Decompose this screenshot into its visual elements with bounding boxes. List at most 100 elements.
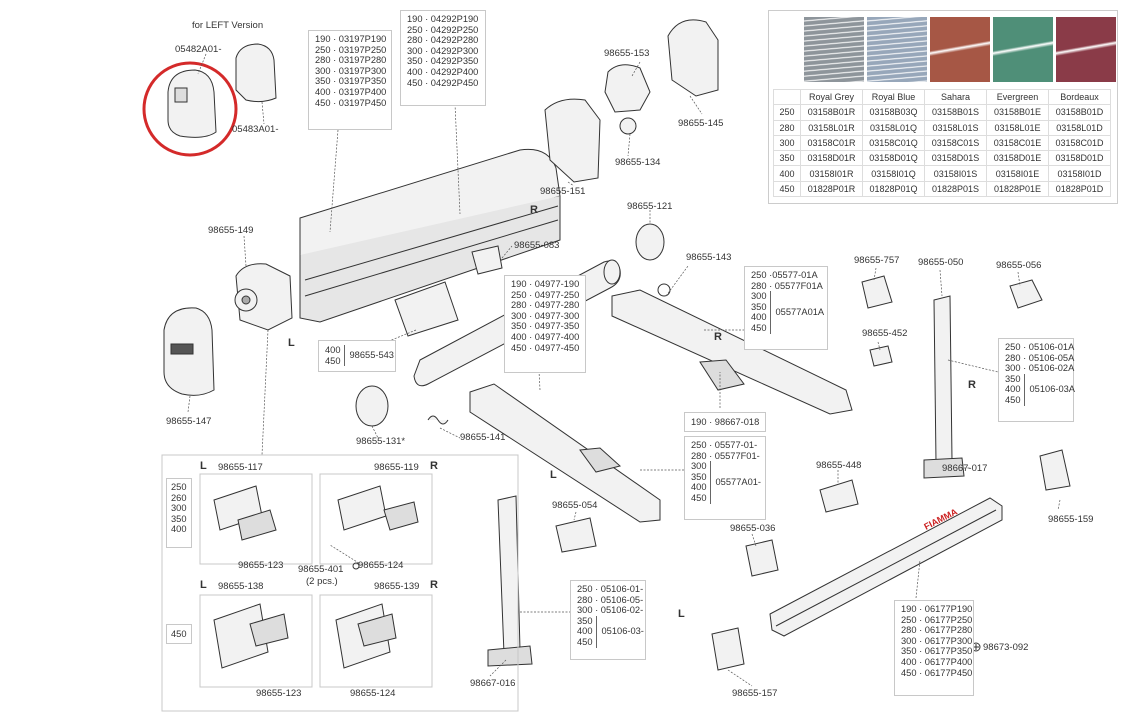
part-label-401-qty: (2 pcs.) [306, 576, 338, 587]
part-label-05482: 05482A01- [175, 44, 222, 55]
swatch-sahara [930, 17, 990, 82]
code-cell: 03158D01D [1048, 150, 1111, 167]
part-label-092: 98673-092 [983, 642, 1029, 653]
side-label-r2: R [714, 331, 722, 343]
part-label-124b: 98655-124 [350, 688, 396, 699]
left-arm-part [469, 383, 661, 523]
code-cell: 01828P01R [800, 180, 863, 198]
spec-box-04977: 190 · 04977-190 250 · 04977-250 280 · 04… [504, 275, 586, 373]
code-cell: 03158B01R [800, 104, 863, 121]
front-bar-part [769, 497, 1003, 637]
code-cell: 03158B01E [986, 104, 1049, 121]
spec-box-05577: 250 · 05577-01- 280 · 05577F01- 300 350 … [684, 436, 766, 520]
side-label-r5: R [430, 579, 438, 591]
code-cell: 03158C01D [1048, 134, 1111, 152]
part-label-123a: 98655-123 [238, 560, 284, 571]
end-cap-small-part [235, 43, 277, 103]
part-label-123b: 98655-123 [256, 688, 302, 699]
left-leg-part [497, 495, 521, 655]
spec-box-05106a: 250 · 05106-01A 280 · 05106-05A 300 · 05… [998, 338, 1075, 422]
spec-box-04292: 190 · 04292P190 250 · 04292P250 280 · 04… [400, 10, 486, 106]
fabric-code-table: Royal Grey Royal Blue Sahara Evergreen B… [773, 88, 1111, 198]
part-label-05483: 05483A01- [232, 124, 279, 135]
part-label-143: 98655-143 [686, 252, 732, 263]
part-label-157: 98655-157 [732, 688, 778, 699]
code-cell: 03158L01R [800, 119, 863, 136]
part-label-117: 98655-117 [218, 462, 263, 473]
code-cell: 03158D01E [986, 150, 1049, 167]
part-label-141: 98655-141 [460, 432, 506, 443]
right-mechanism-part [544, 98, 601, 183]
spec-box-018: 190 · 98667-018 [684, 412, 766, 432]
part-label-139: 98655-139 [374, 581, 420, 592]
code-cell: 03158C01E [986, 134, 1049, 152]
spec-box-05577a: 250 ·05577-01A 280 · 05577F01A 300 350 4… [744, 266, 828, 350]
side-label-l3: L [678, 608, 685, 620]
swatch-evergreen [993, 17, 1053, 82]
fabric-color-table: Royal Grey Royal Blue Sahara Evergreen B… [768, 10, 1118, 204]
right-arm-part [611, 289, 853, 415]
part-label-134: 98655-134 [615, 157, 661, 168]
code-cell: 01828P01E [986, 180, 1049, 198]
left-version-title: for LEFT Version [192, 20, 264, 31]
code-cell: 03158D01Q [862, 150, 925, 167]
side-label-l2: L [550, 469, 557, 481]
part-label-448: 98655-448 [816, 460, 862, 471]
side-label-l4: L [200, 460, 207, 472]
part-label-131: 98655-131* [356, 436, 406, 447]
code-cell: 03158C01Q [862, 134, 925, 152]
size-box-450: 450 [166, 624, 192, 644]
col-sahara: Sahara [924, 88, 987, 106]
col-evergreen: Evergreen [986, 88, 1049, 106]
swatch-royal-blue [867, 17, 927, 82]
part-label-036: 98655-036 [730, 523, 776, 534]
code-cell: 03158L01S [924, 119, 987, 136]
spec-box-06177: 190 · 06177P190 250 · 06177P250 280 · 06… [894, 600, 974, 696]
code-cell: 03158L01D [1048, 119, 1111, 136]
size-cell: 450 [773, 180, 801, 198]
code-cell: 03158L01E [986, 119, 1049, 136]
side-label-l1: L [288, 337, 295, 349]
code-cell: 03158I01S [924, 165, 987, 182]
part-label-147: 98655-147 [166, 416, 212, 427]
part-label-056: 98655-056 [996, 260, 1042, 271]
side-label-l5: L [200, 579, 207, 591]
part-label-083: 98655-083 [514, 240, 560, 251]
code-cell: 03158D01R [800, 150, 863, 167]
code-cell: 03158B01D [1048, 104, 1111, 121]
code-cell: 03158D01S [924, 150, 987, 167]
part-label-149: 98655-149 [208, 225, 254, 236]
part-label-151: 98655-151 [540, 186, 586, 197]
part-label-054: 98655-054 [552, 500, 598, 511]
code-cell: 03158L01Q [862, 119, 925, 136]
code-cell: 03158I01D [1048, 165, 1111, 182]
part-label-757: 98655-757 [854, 255, 900, 266]
part-label-153: 98655-153 [604, 48, 650, 59]
part-label-401: 98655-401 [298, 564, 344, 575]
part-label-145: 98655-145 [678, 118, 724, 129]
code-cell: 03158I01E [986, 165, 1049, 182]
part-label-017: 98667-017 [942, 463, 988, 474]
side-label-r4: R [430, 460, 438, 472]
right-leg-part [933, 295, 953, 463]
end-cap-left-part [167, 69, 217, 138]
swatch-bordeaux [1056, 17, 1116, 82]
col-royal-grey: Royal Grey [800, 88, 863, 106]
swatch-royal-grey [804, 17, 864, 82]
part-label-138: 98655-138 [218, 581, 264, 592]
size-box-left: 250 260 300 350 400 [166, 478, 192, 548]
code-cell: 01828P01Q [862, 180, 925, 198]
spec-box-03197: 190 · 03197P190 250 · 03197P250 280 · 03… [308, 30, 392, 130]
col-royal-blue: Royal Blue [862, 88, 925, 106]
part-label-119: 98655-119 [374, 462, 419, 473]
part-label-452: 98655-452 [862, 328, 908, 339]
